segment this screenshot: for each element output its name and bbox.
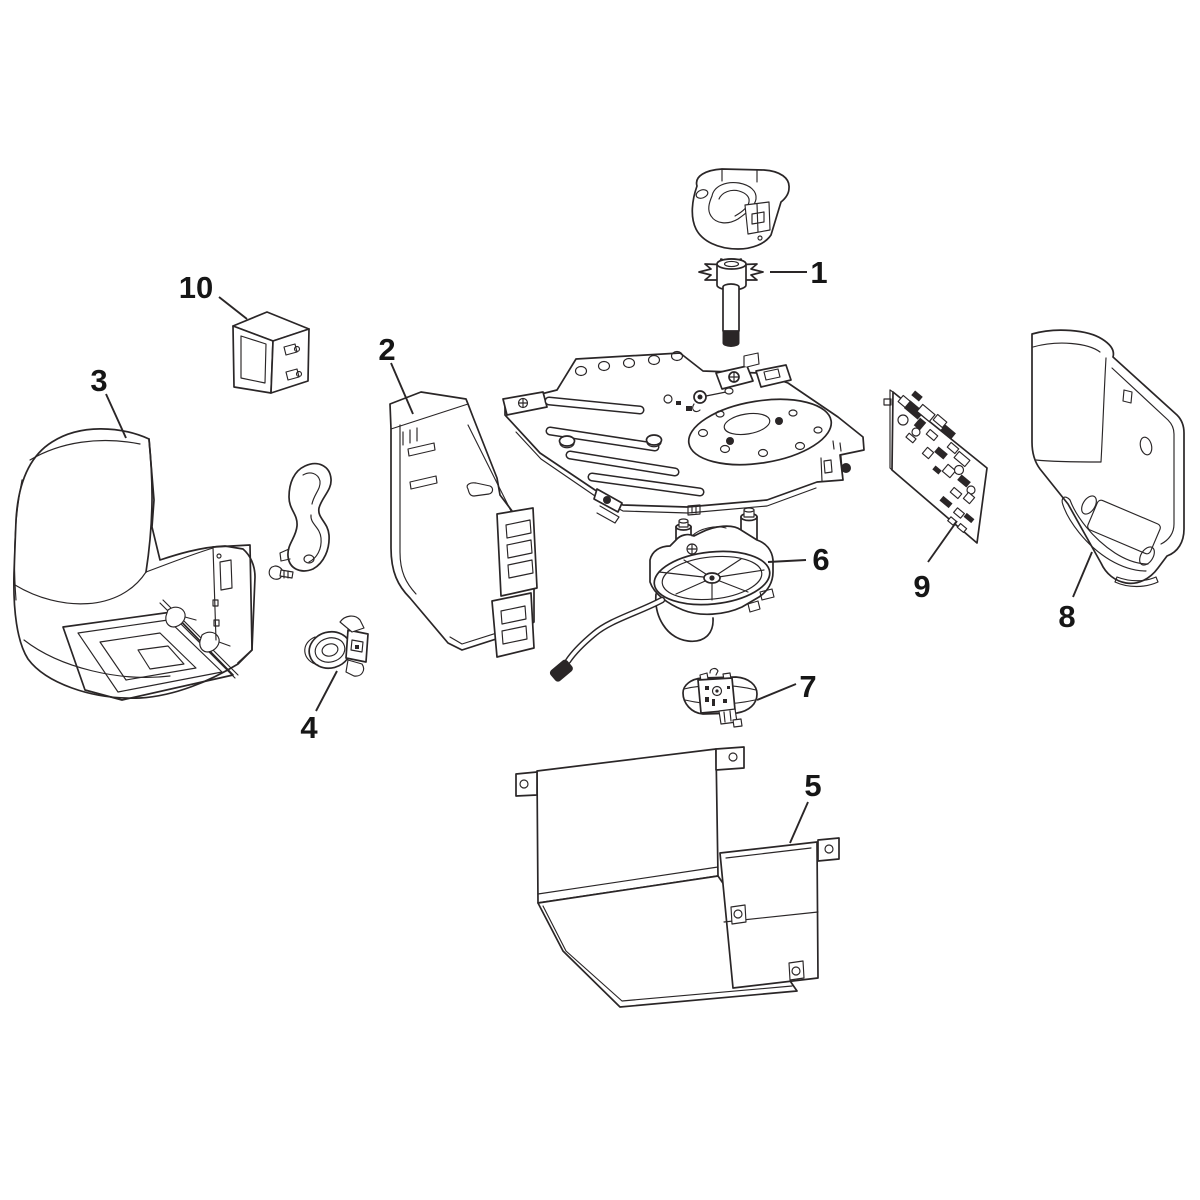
callout-5: 5 <box>789 768 822 844</box>
chain-keeper <box>691 168 790 250</box>
callout-10-label: 10 <box>179 270 213 305</box>
callout-6-label: 6 <box>812 542 829 577</box>
bottom-cover-tabs <box>515 746 840 862</box>
callout-10: 10 <box>179 270 248 320</box>
retainer-clip <box>279 462 332 572</box>
mounting-screw <box>268 565 294 580</box>
part-8-right-end-cover <box>1031 329 1185 588</box>
callout-7: 7 <box>756 669 817 704</box>
part-5-bottom-cover <box>515 746 840 1008</box>
cover-inner-panel <box>212 544 253 664</box>
chassis-round-plate <box>687 398 833 466</box>
panel-lower-bracket <box>491 592 535 658</box>
part-10-transformer <box>232 311 310 394</box>
panel-upper-bracket <box>496 507 538 597</box>
cover-lens-panel <box>62 611 234 701</box>
motor-fan-face <box>653 543 771 606</box>
part-9-logic-board <box>883 389 988 544</box>
sensor-connector <box>718 708 743 728</box>
cover-light-lens <box>1061 495 1161 588</box>
callout-7-label: 7 <box>799 669 816 704</box>
callout-6: 6 <box>767 542 830 577</box>
callout-1-label: 1 <box>810 255 827 290</box>
part-2-side-panel-bracket <box>389 391 538 658</box>
chassis-plate <box>475 350 865 524</box>
transformer-terminals <box>283 343 303 381</box>
chassis-release-brackets <box>663 352 792 413</box>
panel-peg <box>466 482 494 497</box>
chassis-front-tab <box>593 488 701 524</box>
callout-8-label: 8 <box>1058 599 1075 634</box>
callout-8: 8 <box>1058 551 1093 634</box>
callout-4: 4 <box>300 670 338 745</box>
callout-5-label: 5 <box>804 768 821 803</box>
part-4-lamp-socket <box>304 615 369 677</box>
chassis-grooves <box>544 396 705 497</box>
cover-light-rod <box>159 599 239 679</box>
part-7-sensor-unit <box>682 667 758 728</box>
sprocket <box>698 258 764 291</box>
chassis-back-holes <box>574 350 684 377</box>
part-3-left-end-cover <box>13 428 256 701</box>
chassis-left-bracket <box>502 391 548 416</box>
chassis-right-flange <box>820 440 851 482</box>
callout-3: 3 <box>90 363 127 439</box>
callout-1: 1 <box>770 255 828 290</box>
motor-wire-harness <box>549 596 666 682</box>
callout-9-label: 9 <box>913 569 930 604</box>
circuit-components <box>897 390 976 534</box>
callout-9: 9 <box>913 520 958 604</box>
callout-2-label: 2 <box>378 332 395 367</box>
bottom-cover-floor-tabs <box>730 904 805 981</box>
callout-2: 2 <box>378 332 414 415</box>
part-6-motor-assembly <box>549 507 775 682</box>
drive-shaft <box>722 283 740 347</box>
callout-3-label: 3 <box>90 363 107 398</box>
part-1-sprocket-shaft-assembly <box>691 168 790 347</box>
callout-4-label: 4 <box>300 710 318 745</box>
